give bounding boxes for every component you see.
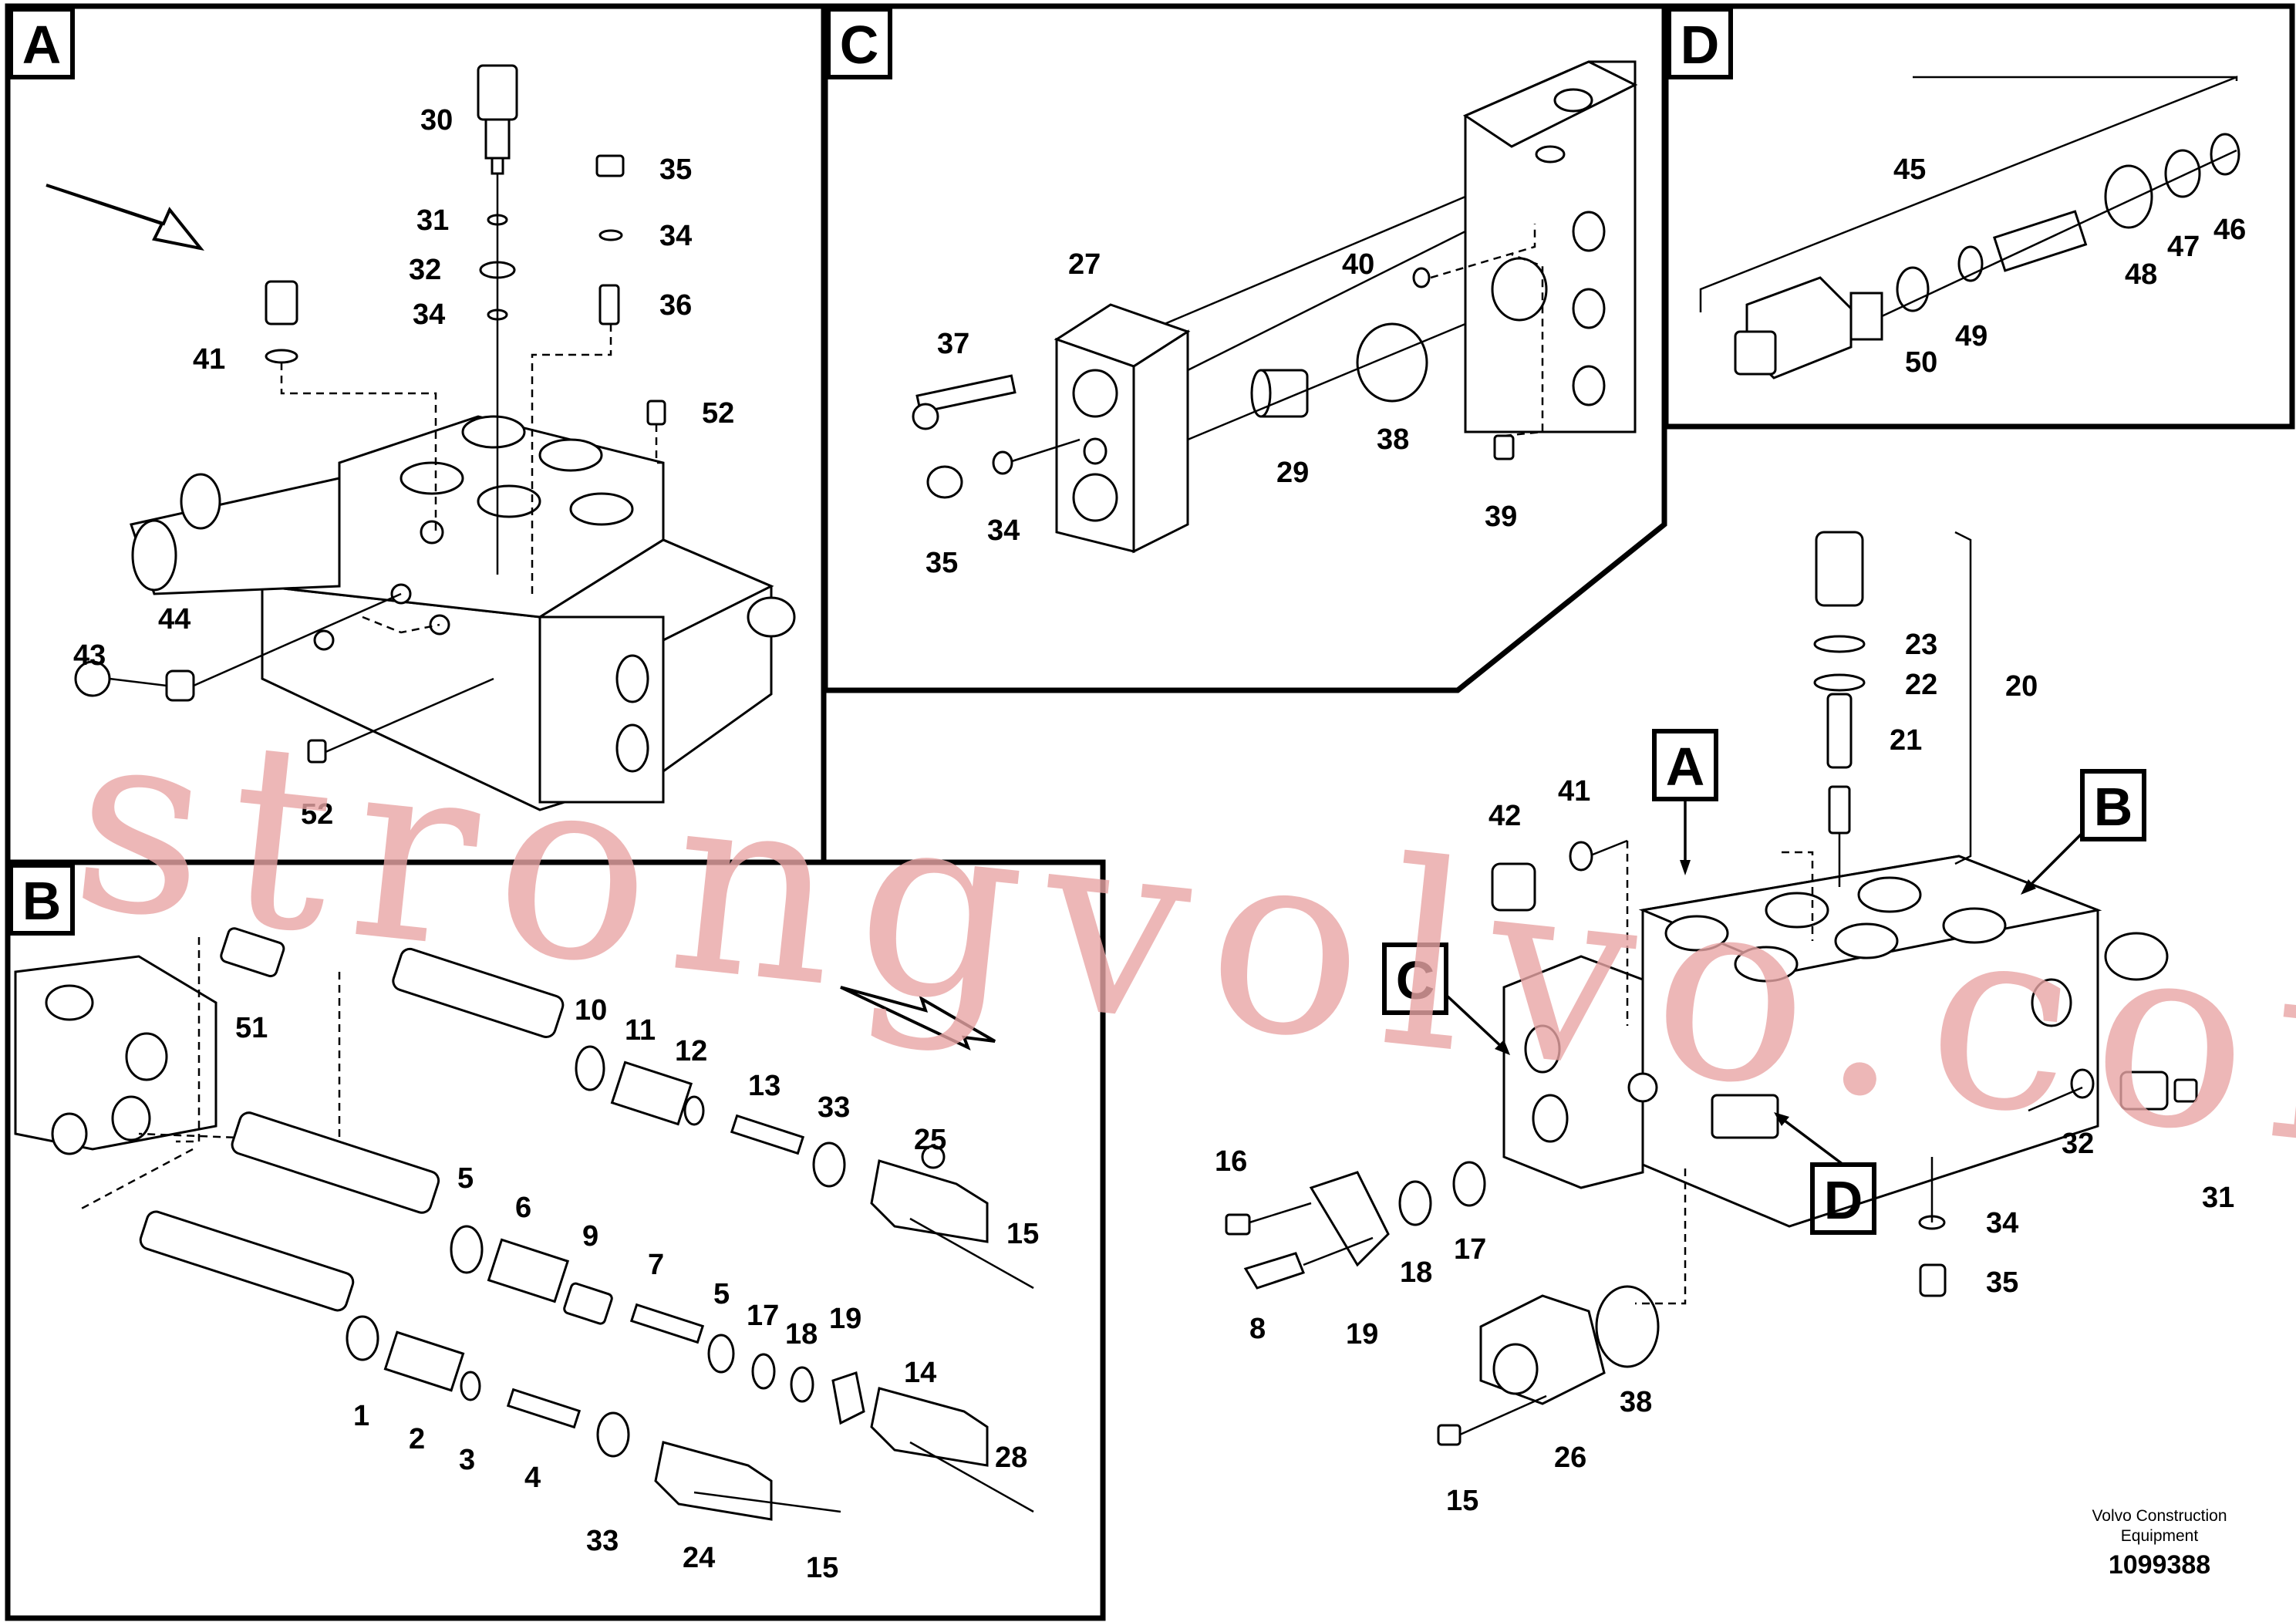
part-label: 12 (675, 1035, 707, 1067)
part-label: 14 (904, 1357, 936, 1389)
part-labels: 30 35 31 34 32 34 36 41 52 44 43 52 27 4… (73, 104, 2246, 1584)
drawing-number: 1099388 (2109, 1550, 2210, 1580)
part-label: 17 (747, 1300, 779, 1332)
part-label: 11 (625, 1014, 656, 1047)
panel-b-frame (5, 859, 1106, 1621)
part-label: 34 (987, 514, 1020, 547)
part-label: 43 (73, 639, 106, 672)
part-label: 32 (2062, 1128, 2094, 1160)
part-label: 48 (2125, 258, 2157, 291)
main-callouts: A B C D (1382, 729, 2146, 1235)
watermark-text: strongvolvo.com (62, 669, 2296, 1222)
part-label: 13 (748, 1070, 781, 1102)
part-label: 10 (575, 994, 607, 1027)
part-label: 52 (702, 397, 734, 430)
part-label: 5 (713, 1278, 730, 1310)
part-label: 38 (1377, 423, 1409, 456)
part-label: 34 (1986, 1207, 2018, 1239)
part-label: 23 (1905, 629, 1937, 661)
part-label: 15 (1006, 1218, 1039, 1250)
callout-a: A (1666, 737, 1705, 797)
part-label: 15 (1446, 1485, 1478, 1517)
part-label: 35 (1986, 1266, 2018, 1299)
section-tag-d: D (1681, 15, 1720, 75)
panel-d-drawing (1699, 76, 2240, 379)
panel-c-drawing (912, 60, 1638, 554)
part-label: 25 (914, 1124, 946, 1156)
callout-c: C (1396, 950, 1435, 1010)
part-label: 35 (659, 153, 692, 186)
part-label: 18 (1400, 1256, 1432, 1289)
part-label: 34 (659, 220, 692, 252)
part-label: 31 (2202, 1182, 2234, 1214)
part-label: 32 (409, 254, 441, 286)
panel-frames (5, 3, 2295, 1621)
part-label: 46 (2213, 214, 2246, 246)
section-tag-c: C (840, 15, 879, 75)
company-name-line2: Equipment (2121, 1527, 2199, 1545)
part-label: 42 (1489, 800, 1521, 832)
part-label: 51 (235, 1012, 268, 1044)
panel-c-frame (822, 3, 1667, 693)
part-label: 41 (193, 343, 225, 376)
part-label: 52 (301, 798, 333, 831)
part-label: 1 (353, 1400, 369, 1432)
part-label: 39 (1485, 501, 1517, 533)
part-label: 8 (1249, 1313, 1266, 1345)
part-label: 37 (937, 328, 969, 360)
part-label: 19 (1346, 1318, 1378, 1351)
part-label: 31 (416, 204, 449, 237)
part-label: 49 (1955, 320, 1988, 352)
part-label: 21 (1890, 724, 1922, 757)
part-label: 33 (818, 1091, 850, 1124)
part-label: 50 (1905, 346, 1937, 379)
part-label: 30 (420, 104, 453, 137)
section-tag-a: A (22, 15, 62, 75)
panel-a-drawing (46, 64, 796, 811)
part-label: 29 (1276, 457, 1309, 489)
part-label: 2 (409, 1423, 425, 1455)
section-tag-b: B (22, 871, 62, 931)
part-label: 26 (1554, 1442, 1586, 1474)
main-assembly-drawing (1225, 531, 2198, 1446)
part-label: 20 (2005, 670, 2038, 703)
part-label: 24 (683, 1542, 715, 1574)
part-label: 40 (1342, 248, 1374, 281)
part-label: 22 (1905, 669, 1937, 701)
part-label: 34 (413, 298, 445, 331)
part-label: 27 (1068, 248, 1101, 281)
part-label: 17 (1454, 1233, 1486, 1266)
part-label: 38 (1620, 1386, 1652, 1418)
part-label: 41 (1558, 775, 1590, 808)
part-label: 18 (785, 1318, 818, 1351)
part-label: 35 (925, 547, 958, 579)
part-label: 44 (158, 603, 190, 636)
part-label: 9 (582, 1220, 598, 1253)
company-name-line1: Volvo Construction (2092, 1507, 2227, 1525)
part-label: 16 (1215, 1145, 1247, 1178)
panel-d-frame (1663, 3, 2295, 430)
drawing-footer: Volvo Construction Equipment 1099388 (2092, 1507, 2227, 1580)
callout-d: D (1824, 1170, 1863, 1230)
part-label: 45 (1893, 153, 1926, 186)
part-label: 15 (806, 1552, 838, 1584)
part-label: 3 (459, 1444, 475, 1476)
part-label: 5 (457, 1162, 474, 1195)
part-label: 19 (829, 1303, 861, 1335)
part-label: 28 (995, 1442, 1027, 1474)
callout-b: B (2094, 777, 2133, 837)
part-label: 7 (648, 1249, 664, 1281)
part-label: 36 (659, 289, 692, 322)
part-label: 6 (515, 1192, 531, 1224)
part-label: 33 (586, 1525, 619, 1557)
part-label: 47 (2167, 231, 2200, 263)
panel-b-drawing (14, 927, 1034, 1521)
part-label: 4 (524, 1462, 541, 1494)
section-tags: A B C D (8, 7, 1733, 936)
